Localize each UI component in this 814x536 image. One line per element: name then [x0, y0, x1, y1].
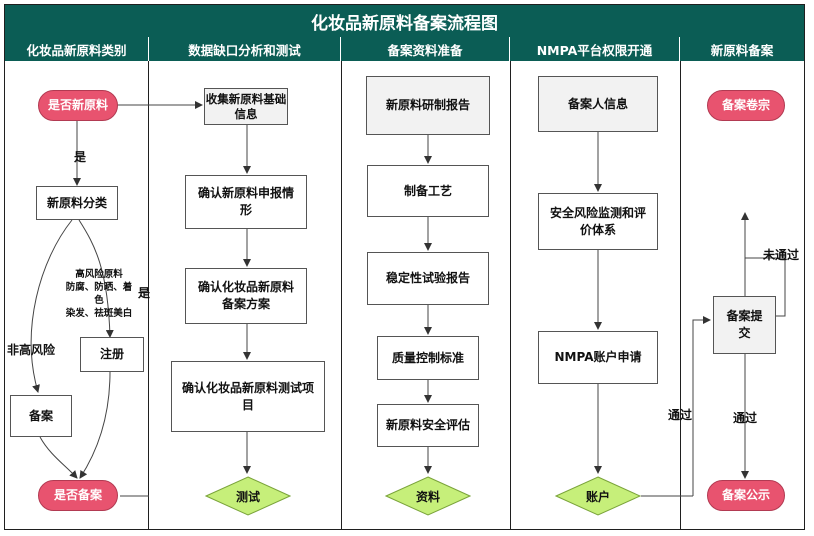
account-label: 账户 [585, 489, 610, 504]
lane-header-gap-analysis: 数据缺口分析和测试 [149, 37, 341, 61]
account-decision [555, 476, 641, 516]
account-apply-box: NMPA账户申请 [538, 331, 658, 384]
test-label: 测试 [235, 489, 260, 504]
research-report-box: 新原料研制报告 [366, 76, 490, 135]
lane-header-nmpa: NMPA平台权限开通 [510, 37, 680, 61]
pass-label-nmpa: 通过 [668, 408, 693, 422]
docs-label: 资料 [415, 489, 440, 504]
confirm-declare-box: 确认新原料申报情形 [185, 175, 307, 229]
confirm-test-box: 确认化妆品新原料测试项目 [171, 361, 325, 432]
confirm-plan-box: 确认化妆品新原料备案方案 [185, 268, 307, 324]
diagram-frame [4, 4, 805, 530]
record-box: 备案 [10, 395, 72, 437]
risk-system-box: 安全风险监测和评价体系 [538, 193, 658, 250]
non-high-risk-label: 非高风险 [7, 343, 56, 357]
safety-assessment-box: 新原料安全评估 [377, 404, 479, 447]
publish-terminal: 备案公示 [707, 480, 785, 511]
lane-divider [680, 61, 681, 529]
filer-info-box: 备案人信息 [538, 76, 658, 132]
process-box: 制备工艺 [367, 165, 489, 217]
stability-report-box: 稳定性试验报告 [367, 252, 489, 305]
lane-divider [510, 61, 511, 529]
fail-label: 未通过 [763, 248, 800, 262]
quality-standard-box: 质量控制标准 [377, 336, 479, 380]
pass-label-filing: 通过 [733, 411, 758, 425]
diagram-title: 化妆品新原料备案流程图 [5, 5, 804, 37]
lane-divider [148, 61, 149, 529]
lane-header-category: 化妆品新原料类别 [5, 37, 149, 61]
test-decision [205, 476, 291, 516]
dossier-terminal: 备案卷宗 [707, 90, 785, 121]
classify-box: 新原料分类 [36, 186, 118, 220]
yes-label-2: 是 [138, 286, 151, 300]
is-new-material-terminal: 是否新原料 [38, 90, 118, 121]
docs-decision [385, 476, 471, 516]
is-recorded-terminal: 是否备案 [38, 480, 118, 511]
submit-box: 备案提交 [713, 296, 776, 354]
lane-divider [341, 61, 342, 529]
lane-header-filing: 新原料备案 [680, 37, 804, 61]
yes-label: 是 [74, 150, 87, 164]
high-risk-note: 高风险原料 防腐、防晒、着色 染发、祛斑美白 [65, 269, 133, 319]
register-box: 注册 [80, 337, 144, 372]
lane-header-docs: 备案资料准备 [341, 37, 510, 61]
collect-info-box: 收集新原料基础信息 [204, 88, 288, 125]
